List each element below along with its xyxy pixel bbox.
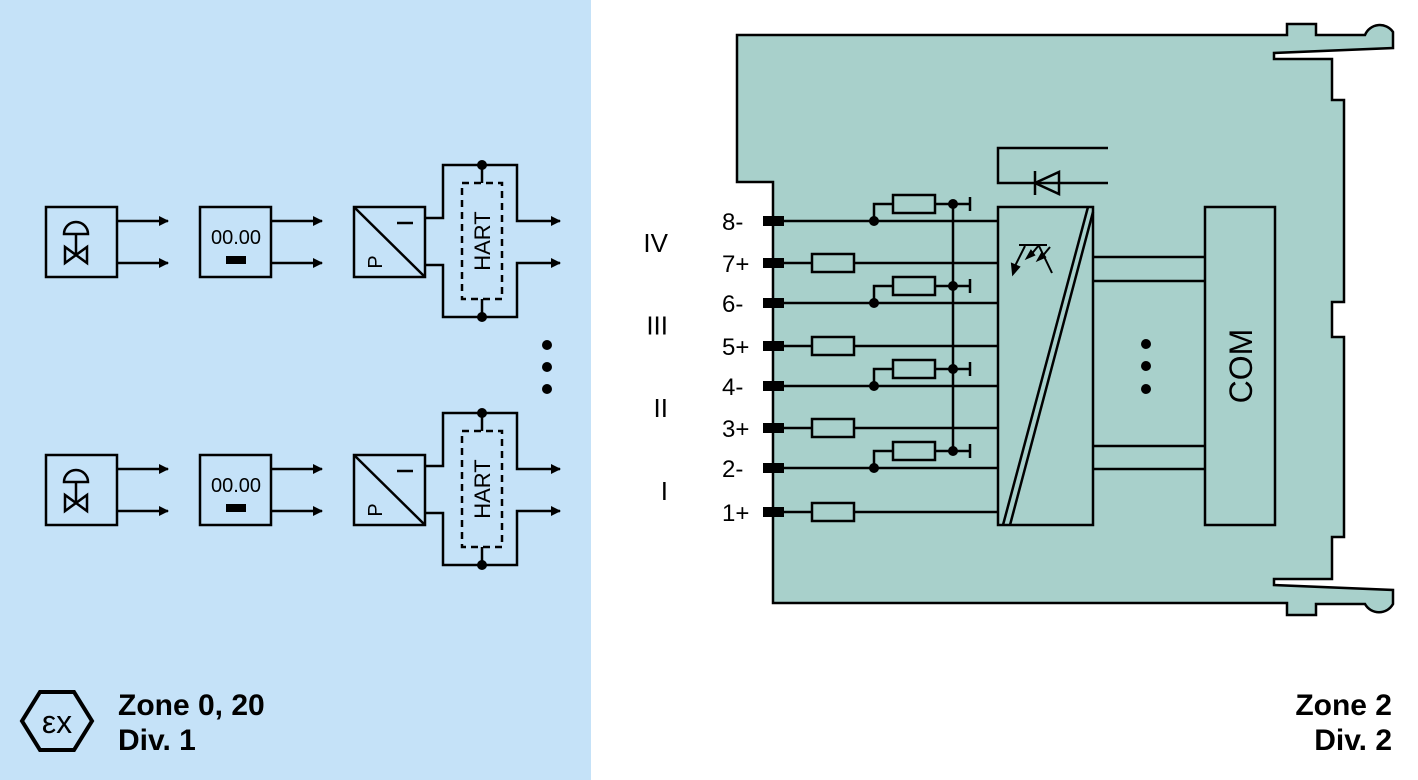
terminal-label: 6- <box>722 291 743 318</box>
valve-icon <box>44 453 169 527</box>
safe-zone-label: Zone 2 Div. 2 <box>1295 688 1392 758</box>
channel-III: III 6- 5+ <box>646 275 998 361</box>
hazardous-zone-line2: Div. 1 <box>118 724 196 757</box>
transmitter-icon: P HART <box>352 408 561 570</box>
isolation-block <box>996 205 1095 527</box>
terminal-block <box>763 298 784 308</box>
terminal-block <box>763 507 784 517</box>
terminal-block <box>763 341 784 351</box>
terminal-block <box>763 216 784 226</box>
terminal-label: 1+ <box>722 500 749 527</box>
hazardous-zone-label: Zone 0, 20 Div. 1 <box>118 688 265 758</box>
optocoupler-icon <box>1010 244 1053 277</box>
hart-module <box>460 181 504 301</box>
terminal-channels: IV 8- 7+ III 6- 5+ II 4- 3+ I 2- 1+ <box>643 193 998 527</box>
terminal-label: 7+ <box>722 251 749 278</box>
safe-zone-line1: Zone 2 <box>1295 689 1392 722</box>
valve-icon <box>44 205 169 279</box>
channel-group-label: I <box>661 476 668 506</box>
hart-label: HART <box>470 211 495 271</box>
field-device-row: 00.00P HART <box>44 160 561 322</box>
field-device-row: 00.00P HART <box>44 408 561 570</box>
display-value: 00.00 <box>211 475 261 497</box>
hart-label: HART <box>470 459 495 519</box>
channel-IV: IV 8- 7+ <box>643 193 998 278</box>
com-label: COM <box>1223 329 1259 404</box>
terminal-block <box>763 381 784 391</box>
hazardous-area-panel <box>0 0 591 780</box>
display-value: 00.00 <box>211 227 261 249</box>
terminal-block <box>763 463 784 473</box>
transmitter-icon: P HART <box>352 160 561 322</box>
continuation-ellipsis-icon <box>542 340 552 394</box>
internal-bus <box>1093 255 1205 471</box>
bus-ellipsis-icon <box>1141 339 1151 394</box>
terminal-label: 8- <box>722 209 743 236</box>
pressure-label: P <box>365 503 387 516</box>
terminal-label: 3+ <box>722 416 749 443</box>
channel-group-label: IV <box>643 228 668 258</box>
safe-zone-line2: Div. 2 <box>1314 724 1392 757</box>
hazardous-zone-line1: Zone 0, 20 <box>118 689 265 722</box>
terminal-block <box>763 423 784 433</box>
display-icon: 00.00 <box>198 205 323 279</box>
pressure-label: P <box>365 255 387 268</box>
hart-module <box>460 429 504 549</box>
terminal-label: 2- <box>722 456 743 483</box>
ex-hexagon-icon: εx <box>19 690 95 752</box>
diode-icon <box>996 146 1108 196</box>
terminal-label: 5+ <box>722 334 749 361</box>
channel-II: II 4- 3+ <box>654 358 998 443</box>
ex-symbol-text: εx <box>42 704 72 740</box>
com-block: COM <box>1203 205 1277 527</box>
channel-group-label: III <box>646 311 668 341</box>
display-icon: 00.00 <box>198 453 323 527</box>
channel-group-label: II <box>654 393 668 423</box>
terminal-block <box>763 258 784 268</box>
terminal-label: 4- <box>722 374 743 401</box>
